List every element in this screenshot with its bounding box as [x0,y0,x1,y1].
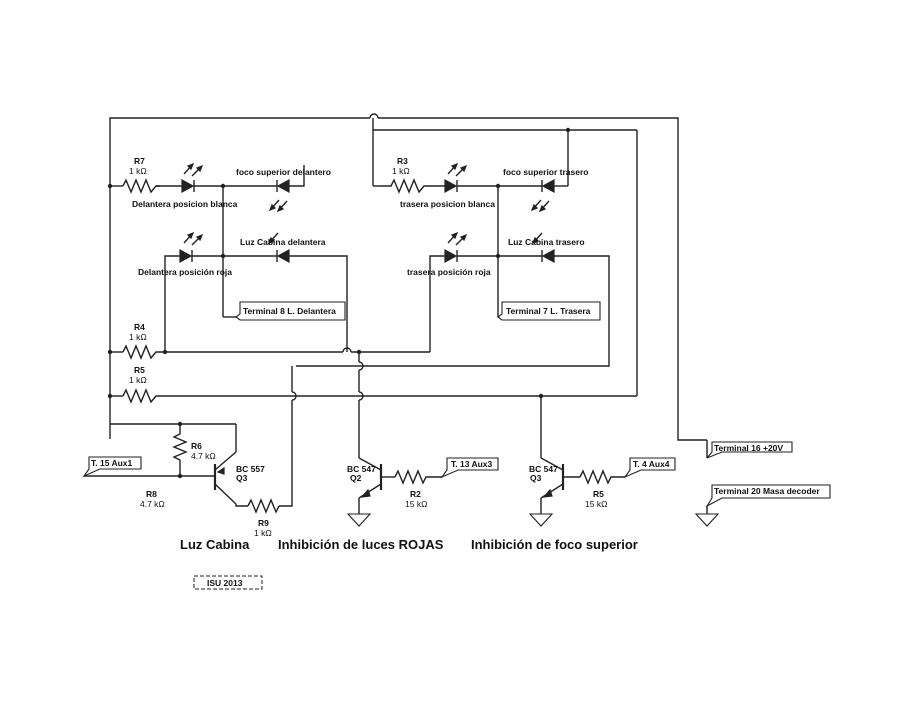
ground-decoder [694,513,720,527]
terminal-t4-tag [623,457,676,479]
r8-label: R8 [146,489,157,499]
terminal-t20: Terminal 20 Masa decoder [714,486,820,496]
terminal-t20-tag [705,484,831,508]
q3-foco-name: Q3 [530,473,542,483]
q2-name: Q2 [350,473,362,483]
q3-foco-model: BC 547 [529,464,558,474]
r4-value: 1 kΩ [129,332,147,342]
terminal-t15-tag [82,456,142,478]
signature-box [193,575,263,590]
resistor-r5b [579,469,625,485]
ground-q3-foco [528,513,554,527]
terminal-t13: T. 13 Aux3 [451,459,493,469]
r5a-label: R5 [134,365,145,375]
terminal-t7-tag [497,301,601,321]
led-foco-delantero [268,178,290,213]
terminal-t4: T. 4 Aux4 [633,459,670,469]
q3-cabina-name: Q3 [236,473,248,483]
q2-model: BC 547 [347,464,376,474]
r7-label: R7 [134,156,145,166]
led-cabina-delantera [267,232,290,264]
section-title-rojas: Inhibición de luces ROJAS [278,537,444,552]
r3-label: R3 [397,156,408,166]
label-foco-trasero: foco superior trasero [503,167,589,177]
led-delantera-roja [179,231,204,264]
resistor-r5a [122,388,162,404]
r8-value: 4.7 kΩ [140,499,165,509]
terminal-t16-tag [706,441,793,459]
r3-value: 1 kΩ [392,166,410,176]
resistor-r4 [122,344,165,360]
resistor-r2 [394,469,442,485]
label-delantera-blanca: Delantera posicion blanca [132,199,238,209]
r5b-value: 15 kΩ [585,499,607,509]
terminal-t7: Terminal 7 L. Trasera [506,306,591,316]
r4-label: R4 [134,322,145,332]
ground-q2 [346,513,372,527]
terminal-t13-tag [440,457,499,479]
terminal-t8: Terminal 8 L. Delantera [243,306,336,316]
r2-label: R2 [410,489,421,499]
r5b-label: R5 [593,489,604,499]
transistor-q3-cabina [213,451,237,505]
r9-value: 1 kΩ [254,528,272,538]
label-trasera-blanca: trasera posicion blanca [400,199,495,209]
led-delantera-blanca [181,162,204,194]
r2-value: 15 kΩ [405,499,427,509]
q3-cabina-model: BC 557 [236,464,265,474]
label-cabina-delantera: Luz Cabina delantera [240,237,326,247]
signature: ISU 2013 [207,578,243,588]
label-foco-delantero: foco superior delantero [236,167,331,177]
section-title-cabina: Luz Cabina [180,537,250,552]
resistor-r7 [122,178,160,194]
section-title-foco: Inhibición de foco superior [471,537,638,552]
r5a-value: 1 kΩ [129,375,147,385]
resistor-r3 [378,178,445,194]
r6-label: R6 [191,441,202,451]
r7-value: 1 kΩ [129,166,147,176]
led-cabina-trasera [531,232,555,264]
resistor-r9 [247,498,280,514]
terminal-t15: T. 15 Aux1 [91,458,133,468]
terminal-t16: Terminal 16 +20V [714,443,783,453]
terminal-t8-tag [235,301,346,321]
led-trasera-blanca [444,162,468,194]
label-delantera-roja: Delantera posición roja [138,267,232,277]
label-cabina-trasera: Luz Cabina trasero [508,237,585,247]
r9-label: R9 [258,518,269,528]
resistor-r6 [172,424,188,476]
led-foco-trasero [530,178,555,213]
label-trasera-roja: trasera posición roja [407,267,491,277]
led-trasera-roja [444,231,468,264]
power-bus-wires [109,113,707,452]
r6-value: 4.7 kΩ [191,451,216,461]
